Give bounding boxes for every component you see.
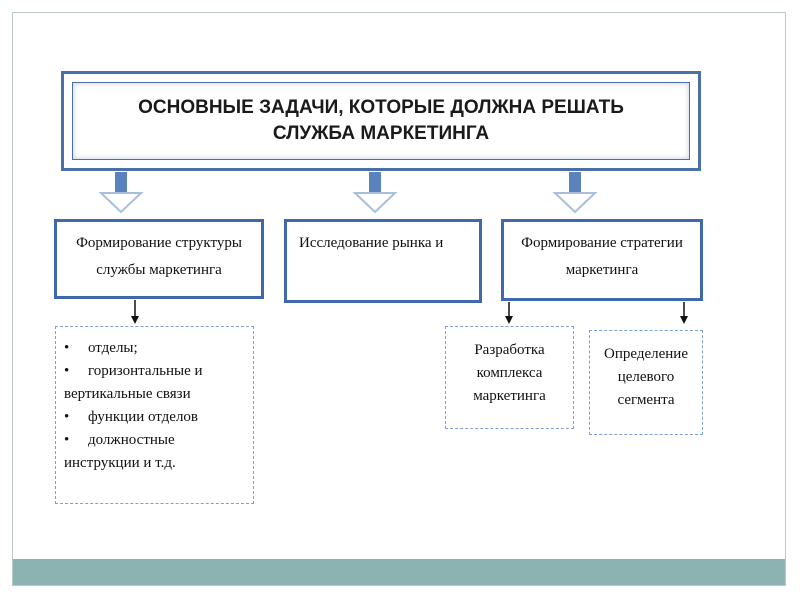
title-box: ОСНОВНЫЕ ЗАДАЧИ, КОТОРЫЕ ДОЛЖНА РЕШАТЬ С… — [61, 71, 701, 171]
slide-footer-bar — [13, 559, 785, 585]
list-item-continuation: вертикальные связи — [64, 383, 249, 406]
strategy-detail-segment-box: Определение целевого сегмента — [589, 330, 703, 435]
list-item-text: инструкции и т.д. — [64, 455, 176, 471]
list-item: • функции отделов — [64, 406, 249, 429]
list-item-text: вертикальные связи — [64, 386, 191, 402]
big-arrow-down-icon — [552, 172, 598, 214]
bullet-icon: • — [64, 340, 70, 356]
big-arrow-down-icon — [352, 172, 398, 214]
list-item-text: отделы; — [88, 340, 138, 356]
list-item-text: должностные — [88, 432, 175, 448]
big-arrow-down-icon — [98, 172, 144, 214]
task-box-structure: Формирование структуры службы маркетинга — [54, 219, 264, 299]
list-item: • отделы; — [64, 337, 249, 360]
strategy-detail-mix-box: Разработка комплекса маркетинга — [445, 326, 574, 429]
list-item: • должностные — [64, 429, 249, 452]
list-item-continuation: инструкции и т.д. — [64, 452, 249, 475]
small-arrow-down-icon — [505, 302, 513, 324]
task-box-research: Исследование рынка и — [284, 219, 482, 303]
diagram-title: ОСНОВНЫЕ ЗАДАЧИ, КОТОРЫЕ ДОЛЖНА РЕШАТЬ С… — [72, 82, 690, 160]
structure-details-box: • отделы; • горизонтальные и вертикальные … — [55, 326, 254, 504]
list-item: • горизонтальные и — [64, 360, 249, 383]
small-arrow-down-icon — [131, 300, 139, 324]
list-item-text: горизонтальные и — [88, 363, 203, 379]
bullet-icon: • — [64, 432, 70, 448]
task-box-strategy: Формирование стратегии маркетинга — [501, 219, 703, 301]
bullet-icon: • — [64, 363, 70, 379]
list-item-text: функции отделов — [88, 409, 199, 425]
bullet-icon: • — [64, 409, 70, 425]
small-arrow-down-icon — [680, 302, 688, 324]
